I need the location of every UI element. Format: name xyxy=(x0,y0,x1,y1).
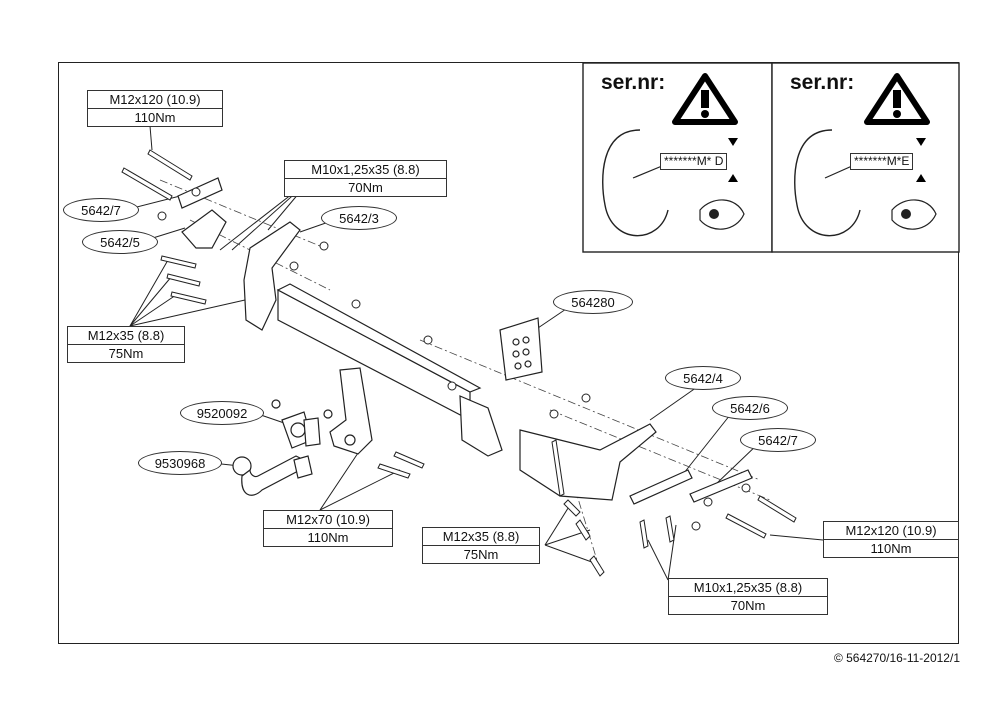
torque-value: 70Nm xyxy=(730,598,766,613)
part-5642-7-left: 5642/7 xyxy=(63,198,139,222)
serial-number-box: *******M* D xyxy=(660,153,728,170)
socket-plate-9520092 xyxy=(271,399,333,449)
part-564280: 564280 xyxy=(553,290,633,314)
eye-icon xyxy=(699,199,745,230)
warning-panel-left-graphics xyxy=(602,73,745,237)
torque-label-m12x70: M12x70 (10.9) 110Nm xyxy=(263,510,393,547)
left-side-brackets xyxy=(177,177,301,331)
torque-value: 75Nm xyxy=(463,547,499,562)
bolt-spec: M12x35 (8.8) xyxy=(68,327,184,345)
torque-value: 110Nm xyxy=(134,110,176,125)
part-5642-4: 5642/4 xyxy=(665,366,741,390)
torque-label-m12x35-left: M12x35 (8.8) 75Nm xyxy=(67,326,185,363)
torque-value: 75Nm xyxy=(108,346,144,361)
vehicle-outline-icon xyxy=(602,129,669,237)
warning-panel-left: ser.nr: xyxy=(583,63,772,253)
part-9530968: 9530968 xyxy=(138,451,222,475)
tow-ball-9530968 xyxy=(232,455,313,496)
part-9520092: 9520092 xyxy=(180,401,264,425)
wiring-kit-564280 xyxy=(499,317,543,381)
bolt-spec: M12x120 (10.9) xyxy=(88,91,222,109)
drawing-frame xyxy=(58,62,959,644)
center-bolts xyxy=(377,451,425,479)
torque-label-m10-bottom: M10x1,25x35 (8.8) 70Nm xyxy=(668,578,828,615)
bolt-spec: M10x1,25x35 (8.8) xyxy=(669,579,827,597)
torque-value: 70Nm xyxy=(348,180,383,195)
vehicle-outline-icon xyxy=(794,129,861,237)
warning-panel-right: ser.nr: xyxy=(772,63,959,253)
bolt-spec: M12x70 (10.9) xyxy=(264,511,392,529)
eye-icon xyxy=(891,199,937,230)
torque-label-m10-top: M10x1,25x35 (8.8) 70Nm xyxy=(284,160,447,197)
bolt-spec: M12x120 (10.9) xyxy=(824,522,958,540)
torque-value: 110Nm xyxy=(307,530,349,545)
right-bolts xyxy=(423,335,797,577)
bolt-spec: M12x35 (8.8) xyxy=(423,528,539,546)
warning-panel-right-graphics xyxy=(794,73,937,237)
part-5642-5: 5642/5 xyxy=(82,230,158,254)
torque-label-m12x120-right: M12x120 (10.9) 110Nm xyxy=(823,521,959,558)
part-5642-6: 5642/6 xyxy=(712,396,788,420)
torque-label-m12x35-mid: M12x35 (8.8) 75Nm xyxy=(422,527,540,564)
serial-title: ser.nr: xyxy=(790,71,855,94)
torque-value: 110Nm xyxy=(870,541,912,556)
serial-number-box: *******M*E xyxy=(850,153,914,170)
serial-title: ser.nr: xyxy=(601,71,666,94)
bolt-spec: M10x1,25x35 (8.8) xyxy=(285,161,446,179)
part-5642-7-right: 5642/7 xyxy=(740,428,816,452)
part-5642-3: 5642/3 xyxy=(321,206,397,230)
main-crossbar xyxy=(276,283,503,457)
torque-label-m12x120-top: M12x120 (10.9) 110Nm xyxy=(87,90,223,127)
document-reference: © 564270/16-11-2012/1 xyxy=(833,651,960,665)
